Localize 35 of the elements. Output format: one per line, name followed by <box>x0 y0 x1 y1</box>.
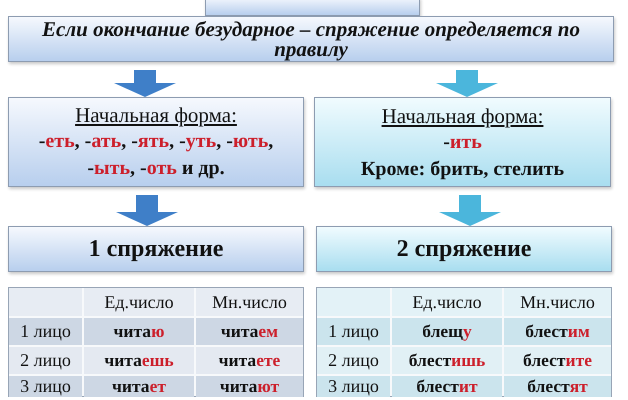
column-header: Мн.число <box>504 288 611 316</box>
row-header: 3 лицо <box>9 376 82 397</box>
form-heading: Начальная форма: <box>75 102 237 128</box>
verb-form: блестят <box>504 376 611 397</box>
conjugation-box <box>8 226 304 272</box>
exception-text: Кроме: брить, стелить <box>360 156 564 182</box>
verb-form: читаю <box>84 318 194 345</box>
verb-form: блестите <box>504 347 611 374</box>
verb-form: читаете <box>196 347 303 374</box>
form-box <box>314 97 611 187</box>
conjugation-box <box>316 226 612 272</box>
row-header: 2 лицо <box>317 347 390 374</box>
row-header: 1 лицо <box>317 318 390 345</box>
row-header: 3 лицо <box>317 376 390 397</box>
column-header: Мн.число <box>196 288 303 316</box>
ending-list: -ить <box>443 128 482 156</box>
verb-form: читают <box>196 376 303 397</box>
verb-form: читает <box>84 376 194 397</box>
verb-form: блестим <box>504 318 611 345</box>
verb-form: блещу <box>392 318 502 345</box>
column-header: Ед.число <box>84 288 194 316</box>
header-box <box>205 0 420 16</box>
row-header: 2 лицо <box>9 347 82 374</box>
conjugation-title: 1 спряжение <box>88 235 224 263</box>
rule-text: Если окончание безударное – спряжение определяется по правилу <box>40 19 581 59</box>
verb-form: блестишь <box>392 347 502 374</box>
conjugation-title: 2 спряжение <box>396 235 532 263</box>
form-box <box>8 97 304 187</box>
row-header: 1 лицо <box>9 318 82 345</box>
verb-form: блестит <box>392 376 502 397</box>
verb-form: читаем <box>196 318 303 345</box>
ending-list: -еть, -ать, -ять, -уть, -ють, -ыть, -оть и др. <box>20 128 292 182</box>
form-heading: Начальная форма: <box>382 102 544 128</box>
verb-form: читаешь <box>84 347 194 374</box>
column-header: Ед.число <box>392 288 502 316</box>
